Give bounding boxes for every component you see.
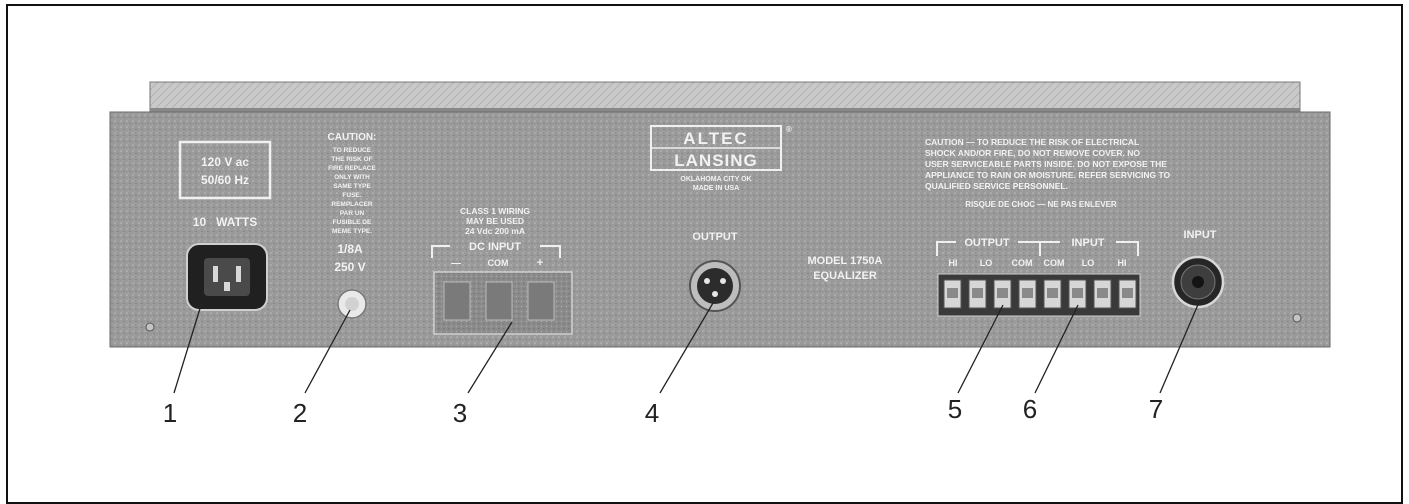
fuse-caution-line: TO REDUCE <box>333 147 372 154</box>
dc-note-line: 24 Vdc 200 mA <box>465 226 525 236</box>
leader-line-4 <box>659 302 714 394</box>
fuse-caution-line: PAR UN <box>340 210 365 217</box>
caution-line: CAUTION — TO REDUCE THE RISK OF ELECTRIC… <box>925 137 1139 147</box>
caution-line: QUALIFIED SERVICE PERSONNEL. <box>925 181 1068 191</box>
callout-7: 7 <box>1149 394 1163 424</box>
brand-location: OKLAHOMA CITY OK <box>680 176 751 183</box>
power-frequency: 50/60 Hz <box>201 173 249 187</box>
terminal-label-in-com: COM <box>1044 258 1065 268</box>
leader-line-2 <box>304 309 351 394</box>
rear-panel-diagram: 120 V ac 50/60 Hz 10 WATTS CAUTION: TO R… <box>109 81 1331 428</box>
fuse-rating: 1/8A <box>337 242 363 256</box>
terminal-label-in-lo: LO <box>1082 258 1095 268</box>
callout-4: 4 <box>645 398 659 428</box>
terminal-output-title: OUTPUT <box>964 237 1010 249</box>
screw-terminal[interactable] <box>1018 279 1037 309</box>
dc-terminal-label-plus: + <box>537 257 543 269</box>
screw-terminal[interactable] <box>968 279 987 309</box>
leader-line-3 <box>467 321 513 394</box>
dc-input-terminal-block[interactable] <box>433 271 573 335</box>
callout-5: 5 <box>948 394 962 424</box>
input-jack-label: INPUT <box>1184 229 1217 241</box>
screw-terminal[interactable] <box>1118 279 1137 309</box>
power-rating-box: 120 V ac 50/60 Hz <box>178 140 272 200</box>
caution-line: SHOCK AND/OR FIRE, DO NOT REMOVE COVER. … <box>925 148 1140 158</box>
fuse-caution-line: CAUTION: <box>328 132 377 143</box>
screw-terminal[interactable] <box>1068 279 1087 309</box>
dc-note-line: CLASS 1 WIRING <box>460 206 530 216</box>
dc-note-line: MAY BE USED <box>466 216 524 226</box>
dc-input-bracket <box>431 245 561 258</box>
caution-block: CAUTION — TO REDUCE THE RISK OF ELECTRIC… <box>925 137 1170 209</box>
terminal-strip-brackets <box>936 241 1139 256</box>
terminal-label-out-hi: HI <box>949 258 958 268</box>
fuse-caution-line: MEME TYPE. <box>332 228 372 235</box>
fuse-voltage: 250 V <box>334 260 365 274</box>
fuse-caution-line: SAME TYPE <box>333 183 371 190</box>
model-line2: EQUALIZER <box>813 270 877 282</box>
dc-input-title: DC INPUT <box>469 241 521 253</box>
callout-2: 2 <box>293 398 307 428</box>
caution-line: USER SERVICEABLE PARTS INSIDE. DO NOT EX… <box>925 159 1167 169</box>
output-xlr-label: OUTPUT <box>692 231 738 243</box>
top-rail <box>149 81 1301 113</box>
panel-screw-right <box>1292 313 1302 323</box>
power-voltage: 120 V ac <box>201 155 249 169</box>
model-line1: MODEL 1750A <box>808 255 883 267</box>
caution-line: APPLIANCE TO RAIN OR MOISTURE. REFER SER… <box>925 170 1170 180</box>
terminal-input-title: INPUT <box>1072 237 1105 249</box>
brand-registered: ® <box>786 125 792 134</box>
power-watts: 10 WATTS <box>193 215 257 229</box>
brand-line2: LANSING <box>674 151 758 170</box>
leader-line-6 <box>1034 304 1079 394</box>
fuse-caution-line: FUSIBLE DE <box>333 219 372 226</box>
screw-terminal[interactable] <box>943 279 962 309</box>
terminal-label-out-lo: LO <box>980 258 993 268</box>
fuse-caution-line: FUSE. <box>342 192 361 199</box>
iec-power-inlet[interactable] <box>186 243 268 311</box>
callout-numbers: 1 2 3 4 5 6 7 <box>163 394 1163 428</box>
screw-terminal[interactable] <box>993 279 1012 309</box>
callout-3: 3 <box>453 398 467 428</box>
fuse-caution: CAUTION: TO REDUCE THE RISK OF FIRE REPL… <box>328 132 377 235</box>
leader-line-5 <box>957 304 1004 394</box>
dc-terminal-label-minus: — <box>451 258 461 269</box>
fuse-caution-line: ONLY WITH <box>334 174 370 181</box>
brand-made-in: MADE IN USA <box>693 185 739 192</box>
screw-terminal[interactable] <box>1043 279 1062 309</box>
input-jack[interactable] <box>1171 255 1225 309</box>
altec-lansing-logo: ALTEC LANSING ® <box>650 125 792 171</box>
caution-french: RISQUE DE CHOC — NE PAS ENLEVER <box>965 200 1117 209</box>
brand-line1: ALTEC <box>683 129 748 148</box>
fuse-caution-line: FIRE REPLACE <box>328 165 376 172</box>
fuse-caution-line: REMPLACER <box>331 201 372 208</box>
panel-screw-left <box>145 322 155 332</box>
leader-line-1 <box>173 301 203 394</box>
fuse-caution-line: THE RISK OF <box>331 156 372 163</box>
fuse-holder[interactable] <box>337 289 367 319</box>
callout-leaders <box>173 299 1201 394</box>
terminal-label-in-hi: HI <box>1118 258 1127 268</box>
callout-6: 6 <box>1023 394 1037 424</box>
xlr-output-connector[interactable] <box>689 260 741 312</box>
dc-terminal-label-com: COM <box>488 258 509 268</box>
leader-line-7 <box>1159 299 1201 394</box>
terminal-label-out-com: COM <box>1012 258 1033 268</box>
barrier-terminal-strip[interactable] <box>937 273 1141 317</box>
screw-terminal[interactable] <box>1093 279 1112 309</box>
callout-1: 1 <box>163 398 177 428</box>
